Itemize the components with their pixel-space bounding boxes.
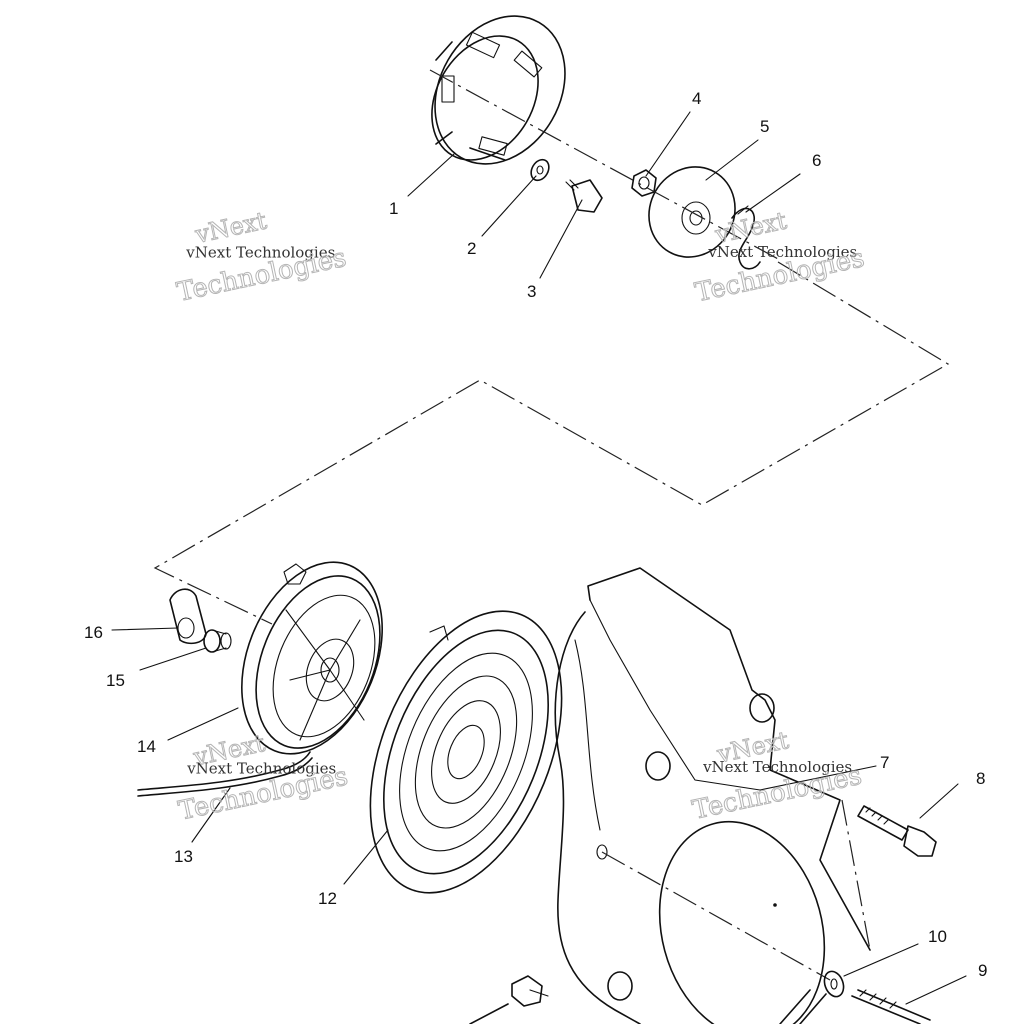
part-1-starter-cup (431, 15, 566, 165)
part-7-housing (554, 567, 871, 1029)
assembly-outline-dashed (153, 261, 950, 625)
callout-16: 16 (84, 623, 103, 642)
callout-labels: 1 2 3 4 5 6 7 8 9 10 12 13 14 15 16 (84, 89, 987, 980)
lower-fitting (469, 975, 549, 1025)
part-16-bracket (169, 588, 207, 645)
watermark-left-bottom: vNext vNext Technologies Technologies (175, 728, 351, 827)
callout-4: 4 (692, 89, 701, 108)
part-14-reel (241, 561, 383, 755)
callout-8: 8 (976, 769, 985, 788)
callout-15: 15 (106, 671, 125, 690)
callout-6: 6 (812, 151, 821, 170)
watermark-line2: vNext Technologies (185, 244, 335, 262)
part-2-washer (530, 158, 550, 182)
watermark-left-top: vNext vNext Technologies Technologies (174, 206, 350, 308)
callout-9: 9 (978, 961, 987, 980)
callout-10: 10 (928, 927, 947, 946)
svg-text:vNext Technologies: vNext Technologies (186, 759, 336, 777)
callout-5: 5 (760, 117, 769, 136)
part-3-bolt (565, 179, 603, 213)
leader-lines (111, 111, 967, 1005)
part-15-bushing (203, 629, 232, 653)
callout-7: 7 (880, 753, 889, 772)
part-5-plate (648, 166, 736, 258)
part-9-long-bolt (779, 989, 931, 1025)
part-12-recoil-spring (369, 610, 563, 894)
part-4-nut (631, 169, 657, 197)
callout-13: 13 (174, 847, 193, 866)
watermark-right-top: vNext vNext Technologies Technologies (692, 206, 868, 309)
callout-1: 1 (389, 199, 398, 218)
svg-text:vNext Technologies: vNext Technologies (707, 243, 857, 261)
housing-centerline (601, 851, 831, 981)
top-centerline (429, 69, 781, 261)
callout-3: 3 (527, 282, 536, 301)
callout-14: 14 (137, 737, 156, 756)
svg-text:vNext Technologies: vNext Technologies (702, 758, 852, 776)
part-13-rope (137, 751, 313, 797)
part-8-bolt (857, 805, 937, 857)
callout-2: 2 (467, 239, 476, 258)
callout-12: 12 (318, 889, 337, 908)
part-10-washer (823, 970, 845, 998)
